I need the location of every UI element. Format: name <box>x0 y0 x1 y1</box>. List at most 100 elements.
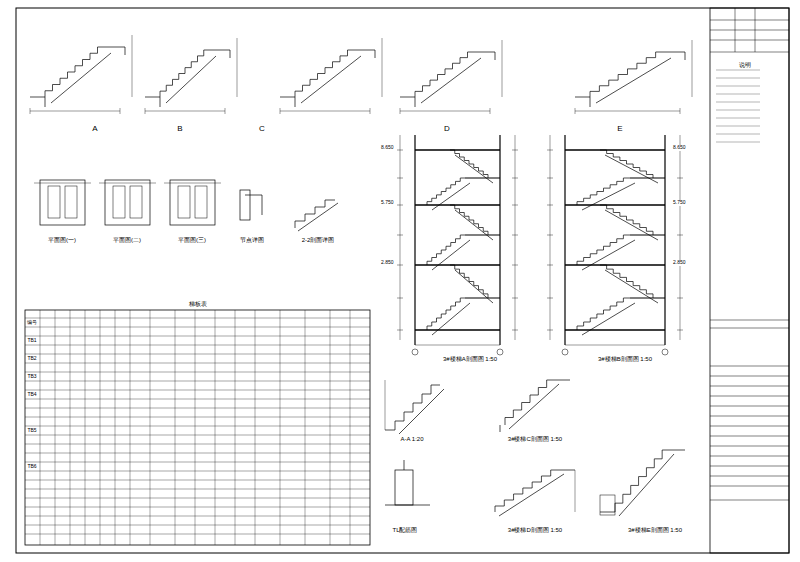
draw-line <box>130 310 131 545</box>
draw-line <box>415 329 500 330</box>
draw-line <box>664 135 665 345</box>
draw-line <box>512 330 518 331</box>
draw-line <box>630 234 665 235</box>
draw-line <box>665 52 685 53</box>
draw-line <box>500 425 501 432</box>
draw-line <box>355 50 375 51</box>
drawing-label: TB3 <box>26 374 37 380</box>
stair-steps <box>295 200 335 228</box>
stair-steps <box>505 380 555 425</box>
drawing-label: A-A 1:20 <box>399 436 424 443</box>
draw-rect <box>600 495 615 515</box>
draw-line <box>225 108 226 114</box>
draw-line <box>175 310 176 545</box>
drawing-label: 3#楼梯C剖面图 1:50 <box>507 436 563 443</box>
draw-line <box>115 310 116 545</box>
draw-line <box>710 446 789 447</box>
draw-line <box>25 525 370 526</box>
draw-line <box>710 328 789 329</box>
stair-slab <box>605 155 658 183</box>
draw-line <box>512 205 518 206</box>
draw-line <box>735 8 736 52</box>
draw-line <box>295 97 296 107</box>
draw-line <box>414 135 415 345</box>
draw-line <box>575 97 590 98</box>
draw-line <box>710 366 789 367</box>
draw-line <box>382 38 383 97</box>
draw-line <box>465 177 500 178</box>
draw-line <box>25 444 370 445</box>
draw-line <box>512 265 518 266</box>
draw-line <box>565 345 665 346</box>
draw-line <box>565 264 665 265</box>
drawing-label: TB5 <box>26 428 37 434</box>
stair-slab <box>399 389 444 434</box>
draw-line <box>575 108 576 114</box>
draw-rect <box>170 180 215 225</box>
draw-line <box>716 70 760 71</box>
draw-line <box>560 470 575 471</box>
draw-line <box>512 150 518 151</box>
drawing-label: 3#楼梯E剖面图 1:50 <box>627 527 683 534</box>
draw-line <box>397 150 403 151</box>
draw-line <box>677 298 683 299</box>
draw-line <box>100 310 101 545</box>
draw-line <box>680 108 681 114</box>
drawing-label: D <box>443 125 451 134</box>
draw-line <box>716 78 760 79</box>
draw-line <box>400 111 490 112</box>
draw-line <box>210 50 230 51</box>
draw-line <box>160 97 161 107</box>
draw-line <box>25 507 370 508</box>
stair-steps <box>295 50 355 97</box>
draw-line <box>25 435 370 436</box>
draw-line <box>30 111 120 112</box>
draw-line <box>305 310 306 545</box>
draw-rect <box>40 180 85 225</box>
draw-line <box>55 310 56 545</box>
draw-line <box>710 486 789 487</box>
draw-line <box>235 310 236 545</box>
draw-line <box>547 265 553 266</box>
stair-slab <box>298 203 338 231</box>
draw-rect <box>178 186 190 218</box>
stair-slab <box>455 155 493 183</box>
draw-line <box>330 310 331 545</box>
draw-line <box>385 430 395 431</box>
draw-line <box>716 102 760 103</box>
stair-slab <box>582 303 635 335</box>
draw-line <box>590 97 591 107</box>
stair-steps <box>45 47 105 97</box>
draw-line <box>465 234 500 235</box>
drawing-label: TB4 <box>26 392 37 398</box>
draw-line <box>716 134 760 135</box>
stair-slab <box>421 58 481 103</box>
draw-line <box>710 416 789 417</box>
stair-steps <box>450 265 488 298</box>
draw-rect <box>395 470 413 505</box>
stair-steps <box>427 298 465 330</box>
draw-line <box>404 460 405 470</box>
draw-line <box>262 195 263 215</box>
stair-steps <box>450 150 488 178</box>
draw-line <box>512 235 518 236</box>
draw-line <box>385 380 386 430</box>
draw-rect <box>25 310 370 545</box>
draw-line <box>670 450 685 451</box>
stair-slab <box>432 303 470 335</box>
draw-line <box>30 108 31 114</box>
stair-steps <box>577 235 630 265</box>
draw-line <box>515 135 516 340</box>
draw-line <box>25 345 370 346</box>
draw-line <box>490 108 491 114</box>
draw-line <box>25 408 370 409</box>
draw-rect <box>65 186 77 218</box>
stair-slab <box>455 210 493 240</box>
stair-slab <box>455 270 493 303</box>
draw-line <box>565 329 665 330</box>
draw-line <box>415 149 500 150</box>
draw-line <box>692 40 693 97</box>
draw-line <box>25 399 370 400</box>
